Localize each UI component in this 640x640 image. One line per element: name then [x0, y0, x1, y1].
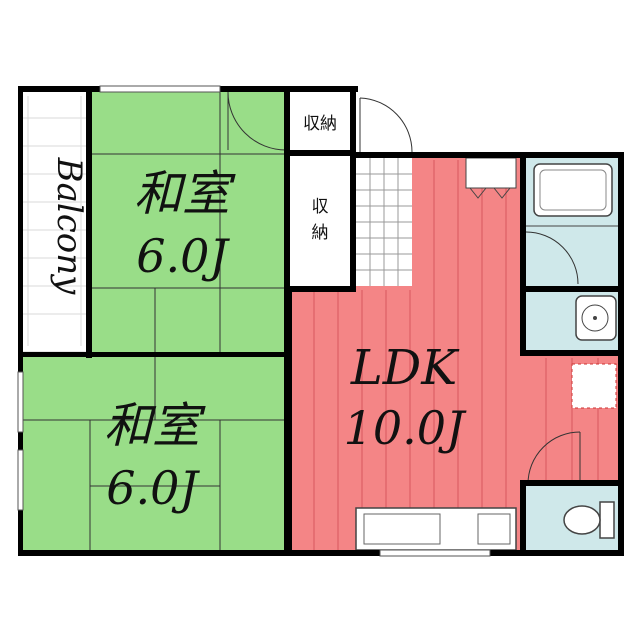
- ldk-size: 10.0J: [344, 401, 467, 455]
- washitsu-lower-size: 6.0J: [106, 461, 200, 515]
- balcony: Balcony: [21, 89, 89, 353]
- washitsu-upper: [90, 91, 287, 354]
- closet-lower: 収 納: [290, 158, 350, 286]
- ldk: [290, 154, 620, 552]
- bathroom: [525, 158, 620, 288]
- washer-space: [571, 363, 617, 409]
- balcony-label: Balcony: [49, 157, 89, 296]
- closet-upper-label: 収納: [303, 114, 337, 134]
- toilet-room: [526, 431, 620, 552]
- kitchen-counter: [355, 507, 517, 551]
- washitsu-upper-size: 6.0J: [136, 229, 230, 283]
- bathtub: [533, 163, 613, 217]
- washitsu-upper-name: 和室: [134, 166, 236, 222]
- windows: [17, 85, 491, 557]
- washroom: [526, 290, 620, 352]
- closet-lower-label-1: 収: [312, 197, 329, 217]
- closet-lower-label-2: 納: [312, 223, 329, 243]
- toilet: [563, 505, 601, 535]
- closet-upper: 収納: [288, 92, 352, 152]
- washitsu-lower-name: 和室: [104, 398, 206, 454]
- entrance: [356, 97, 413, 286]
- entrance-door-swing: [359, 97, 413, 153]
- washitsu-lower: [22, 356, 286, 552]
- ldk-name: LDK: [350, 340, 460, 396]
- fridge-space: [465, 157, 517, 189]
